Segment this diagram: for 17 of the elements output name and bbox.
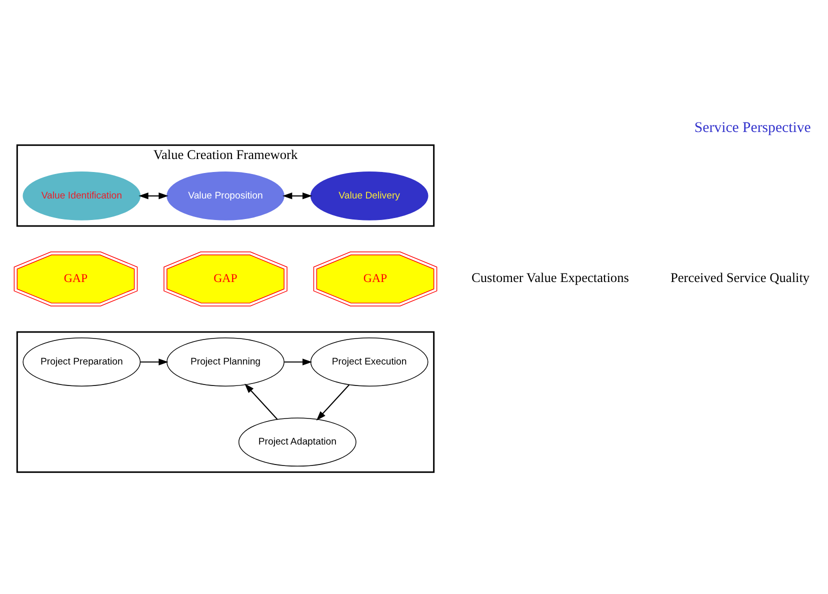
- node-ellipse: Value Proposition: [166, 170, 284, 220]
- node-ellipse: Project Preparation: [22, 337, 141, 386]
- diagram-title: Service Perspective: [694, 119, 811, 136]
- arrow: [140, 358, 168, 365]
- node-ellipse: Project Planning: [166, 337, 284, 386]
- label: Perceived Service Quality: [670, 270, 810, 285]
- arrow: [284, 358, 312, 365]
- arrow: [316, 384, 350, 420]
- node-ellipse: Project Adaptation: [238, 417, 356, 466]
- node-ellipse: Value Delivery: [310, 170, 428, 220]
- label: Customer Value Expectations: [472, 270, 629, 285]
- cluster: [16, 330, 435, 472]
- node-ellipse: Project Execution: [310, 337, 428, 386]
- arrow: [282, 192, 312, 199]
- arrow: [244, 383, 278, 420]
- node-ellipse: Value Identification: [22, 170, 141, 220]
- arrow: [138, 192, 168, 199]
